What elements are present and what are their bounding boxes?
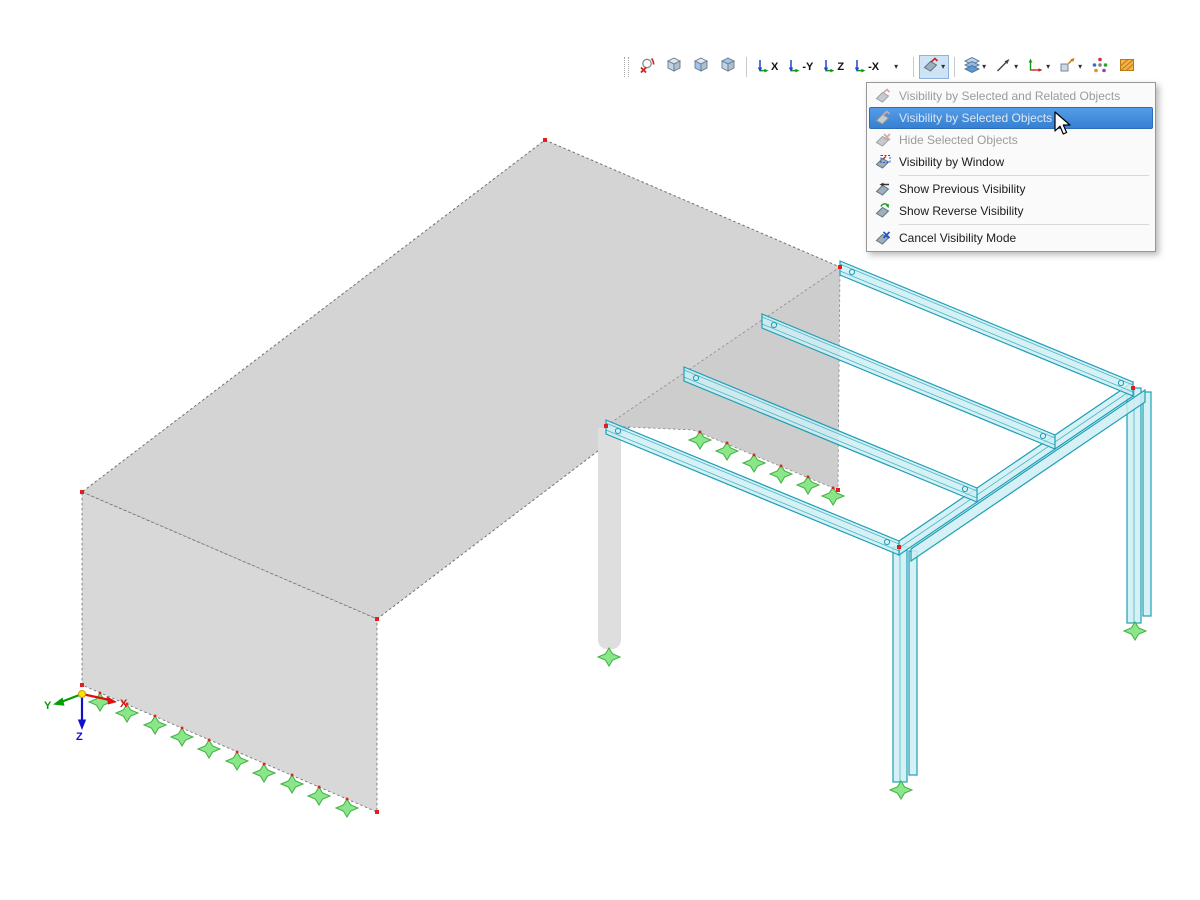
inner-edge-nodes [698, 430, 835, 490]
visibility-by-selected-objects-icon [874, 110, 892, 126]
object-view-icon [1059, 57, 1076, 77]
menu-item-label: Show Reverse Visibility [899, 204, 1024, 218]
steel-purlin-2[interactable] [761, 313, 1056, 450]
corner-view-icon [719, 56, 737, 77]
menu-item-label: Show Previous Visibility [899, 182, 1026, 196]
menu-item-label: Visibility by Selected and Related Objec… [899, 89, 1121, 103]
concrete-column[interactable] [598, 428, 621, 649]
snap-points-button[interactable] [1087, 55, 1113, 79]
caret-down-icon: ▾ [1014, 61, 1019, 71]
steel-column-1[interactable] [892, 546, 918, 783]
caret-down-icon: ▾ [982, 61, 987, 71]
line-arrow-icon [995, 57, 1012, 77]
axis-views-dropdown-button[interactable]: ▾ [884, 55, 908, 79]
steel-purlin-3[interactable] [683, 366, 978, 503]
view-axis-minus-y-button[interactable]: -Y [783, 55, 817, 79]
visibility-by-window-icon [874, 154, 892, 170]
line-arrow-dropdown-button[interactable]: ▾ [991, 55, 1022, 79]
axes-display-icon [1027, 57, 1044, 77]
front-wall-surface[interactable] [81, 491, 378, 813]
caret-down-icon: ▾ [1078, 61, 1083, 71]
menu-item-cancel-visibility-mode[interactable]: Cancel Visibility Mode [869, 227, 1153, 249]
toolbar-separator [954, 56, 956, 77]
axis-arrows-icon [822, 58, 835, 76]
menu-item-visibility-by-selected-objects[interactable]: Visibility by Selected Objects [869, 107, 1153, 129]
view-axis-x-button[interactable]: X [752, 55, 782, 79]
axis-button-label: -Y [802, 60, 814, 73]
caret-down-icon: ▾ [894, 61, 899, 71]
front-edge-nodes [98, 691, 349, 801]
menu-item-visibility-by-selected-and-related-objects[interactable]: Visibility by Selected and Related Objec… [869, 85, 1153, 107]
triad-y-label: Y [44, 700, 52, 712]
triad-x-label: X [120, 698, 128, 710]
front-view-button[interactable] [688, 55, 714, 79]
visibility-by-selected-and-related-objects-icon [874, 88, 892, 104]
steel-purlin-4[interactable] [605, 419, 900, 556]
axis-arrows-icon [756, 58, 769, 76]
iso-view-icon [665, 56, 683, 77]
zoom-cancel-button[interactable] [634, 55, 660, 79]
axis-button-label: X [771, 60, 779, 73]
display-layers-dropdown-button[interactable]: ▾ [960, 55, 990, 79]
axis-button-label: -X [868, 60, 880, 73]
caret-down-icon: ▾ [941, 61, 946, 71]
menu-separator [899, 224, 1149, 225]
axis-button-label: Z [837, 60, 845, 73]
axis-arrows-icon [787, 58, 800, 76]
menu-item-label: Cancel Visibility Mode [899, 231, 1017, 245]
menu-item-label: Visibility by Window [899, 155, 1005, 169]
zoom-cancel-icon [638, 56, 656, 77]
hide-selected-objects-icon [874, 132, 892, 148]
render-fill-icon [1118, 56, 1136, 77]
corner-view-button[interactable] [715, 55, 741, 79]
roof-slab-surface[interactable] [81, 139, 841, 620]
view-axis-z-button[interactable]: Z [818, 55, 848, 79]
menu-item-show-reverse-visibility[interactable]: Show Reverse Visibility [869, 200, 1153, 222]
column-base-supports[interactable] [597, 621, 1147, 800]
render-fill-button[interactable] [1114, 55, 1140, 79]
axes-display-dropdown-button[interactable]: ▾ [1023, 55, 1054, 79]
steel-column-2[interactable] [1126, 387, 1152, 624]
menu-item-label: Hide Selected Objects [899, 133, 1018, 147]
menu-item-show-previous-visibility[interactable]: Show Previous Visibility [869, 178, 1153, 200]
axis-arrows-icon [853, 58, 866, 76]
visibility-dropdown-menu: Visibility by Selected and Related Objec… [866, 82, 1156, 252]
object-view-dropdown-button[interactable]: ▾ [1055, 55, 1086, 79]
iso-view-button[interactable] [661, 55, 687, 79]
triad-z-label: Z [76, 731, 83, 743]
axis-triad: X Y Z [44, 690, 128, 743]
menu-separator [899, 175, 1149, 176]
visibility-mode-icon [923, 57, 939, 76]
toolbar-separator [913, 56, 915, 77]
toolbar-grip[interactable] [624, 56, 629, 77]
steel-purlin-1[interactable] [839, 260, 1134, 397]
menu-item-label: Visibility by Selected Objects [899, 111, 1053, 125]
view-toolbar: X -Y Z [624, 53, 1141, 80]
menu-item-hide-selected-objects[interactable]: Hide Selected Objects [869, 129, 1153, 151]
caret-down-icon: ▾ [1046, 61, 1051, 71]
show-reverse-visibility-icon [874, 203, 892, 219]
toolbar-separator [746, 56, 747, 77]
front-view-icon [692, 56, 710, 77]
mouse-cursor [1054, 111, 1071, 135]
visibility-mode-dropdown-button[interactable]: ▾ [919, 54, 950, 79]
view-axis-minus-x-button[interactable]: -X [849, 55, 883, 79]
menu-item-visibility-by-window[interactable]: Visibility by Window [869, 151, 1153, 173]
display-layers-icon [964, 56, 981, 77]
cancel-visibility-mode-icon [874, 230, 892, 246]
show-previous-visibility-icon [874, 181, 892, 197]
snap-points-icon [1091, 56, 1109, 77]
structure-nodes[interactable] [80, 138, 1135, 814]
